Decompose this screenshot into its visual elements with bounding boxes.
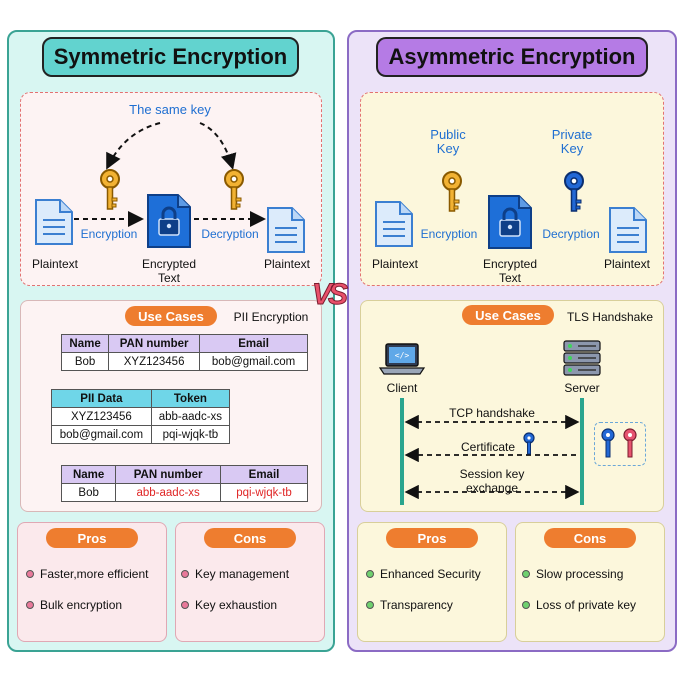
asym-plaintext-out-label: Plaintext [603, 257, 651, 271]
sym-encryption-label: Encryption [80, 227, 138, 241]
asym-con-item: Loss of private key [522, 598, 636, 612]
certificate-label: Certificate [460, 440, 516, 454]
private-key-icon [564, 171, 584, 212]
tls-handshake-label: TLS Handshake [566, 310, 654, 324]
asym-encryption-label: Encryption [420, 227, 478, 241]
asym-plaintext-label: Plaintext [371, 257, 419, 271]
encrypted-doc-icon [147, 194, 191, 248]
table-cell: pqi-wjqk-tb [220, 483, 308, 502]
table-cell: Bob [60, 352, 110, 371]
laptop-icon: </> [378, 343, 426, 375]
tcp-handshake-label: TCP handshake [449, 406, 535, 420]
sym-encrypted-text-label: Encrypted Text [141, 257, 197, 285]
sym-use-cases-pill: Use Cases [125, 306, 217, 326]
asym-con-item: Slow processing [522, 567, 623, 581]
asym-pro-item: Transparency [366, 598, 453, 612]
asym-cons-pill: Cons [544, 528, 636, 548]
symmetric-title: Symmetric Encryption [42, 37, 299, 77]
session-key-label: Session key exchange [459, 467, 525, 495]
table-cell: Bob [60, 483, 117, 502]
asymmetric-title: Asymmetric Encryption [376, 37, 648, 77]
table-header: Name [60, 334, 110, 353]
asym-decryption-label: Decryption [542, 227, 600, 241]
server-icon [563, 340, 601, 376]
sym-pros-pill: Pros [46, 528, 138, 548]
public-key-icon [442, 171, 462, 212]
token-table: PII Data Token XYZ123456 abb-aadc-xs bob… [51, 389, 231, 444]
vs-badge: VS [311, 278, 348, 312]
sym-pro-item: Faster,more efficient [26, 567, 149, 581]
pii-table-tokenized: Name PAN number Email Bob abb-aadc-xs pq… [60, 465, 308, 502]
table-cell: pqi-wjqk-tb [150, 425, 231, 444]
table-header: PAN number [115, 465, 221, 484]
sym-pro-item: Bulk encryption [26, 598, 122, 612]
sym-decryption-label: Decryption [201, 227, 259, 241]
sym-con-item: Key exhaustion [181, 598, 277, 612]
key-pair-box [594, 422, 646, 466]
plaintext-doc-icon [35, 199, 73, 245]
table-cell: bob@gmail.com [199, 352, 308, 371]
sym-con-item: Key management [181, 567, 289, 581]
asym-pro-item: Enhanced Security [366, 567, 481, 581]
asym-encrypted-text-label: Encrypted Text [482, 257, 538, 285]
pii-table-original: Name PAN number Email Bob XYZ123456 bob@… [60, 334, 308, 371]
asym-encrypted-doc-icon [488, 195, 532, 249]
sym-cons-pill: Cons [204, 528, 296, 548]
key-icon-left [100, 169, 120, 210]
plaintext-out-doc-icon [267, 207, 305, 253]
private-key-label: Private Key [551, 127, 593, 156]
table-header: Email [199, 334, 308, 353]
table-cell: abb-aadc-xs [150, 407, 231, 426]
sym-plaintext-out-label: Plaintext [263, 257, 311, 271]
same-key-label: The same key [129, 102, 211, 117]
public-key-label: Public Key [430, 127, 466, 156]
svg-text:</>: </> [395, 351, 410, 360]
pii-encryption-label: PII Encryption [233, 310, 309, 324]
key-pair-blue-icon [601, 428, 615, 458]
table-header: Token [150, 389, 231, 408]
asymmetric-flow-box [360, 92, 664, 286]
same-key-arrow-right [199, 122, 237, 170]
asym-plaintext-out-doc-icon [609, 207, 647, 253]
server-label: Server [564, 381, 600, 395]
table-cell: abb-aadc-xs [115, 483, 221, 502]
asym-use-cases-pill: Use Cases [462, 305, 554, 325]
sym-plaintext-label: Plaintext [31, 257, 79, 271]
asym-pros-pill: Pros [386, 528, 478, 548]
key-pair-red-icon [623, 428, 637, 458]
asym-plaintext-doc-icon [375, 201, 413, 247]
table-cell: XYZ123456 [108, 352, 201, 371]
table-header: PII Data [51, 389, 152, 408]
key-icon-right [224, 169, 244, 210]
certificate-key-icon [523, 432, 535, 455]
client-label: Client [386, 381, 418, 395]
symmetric-flow-box [20, 92, 322, 286]
asymmetric-use-case-box [360, 300, 664, 512]
